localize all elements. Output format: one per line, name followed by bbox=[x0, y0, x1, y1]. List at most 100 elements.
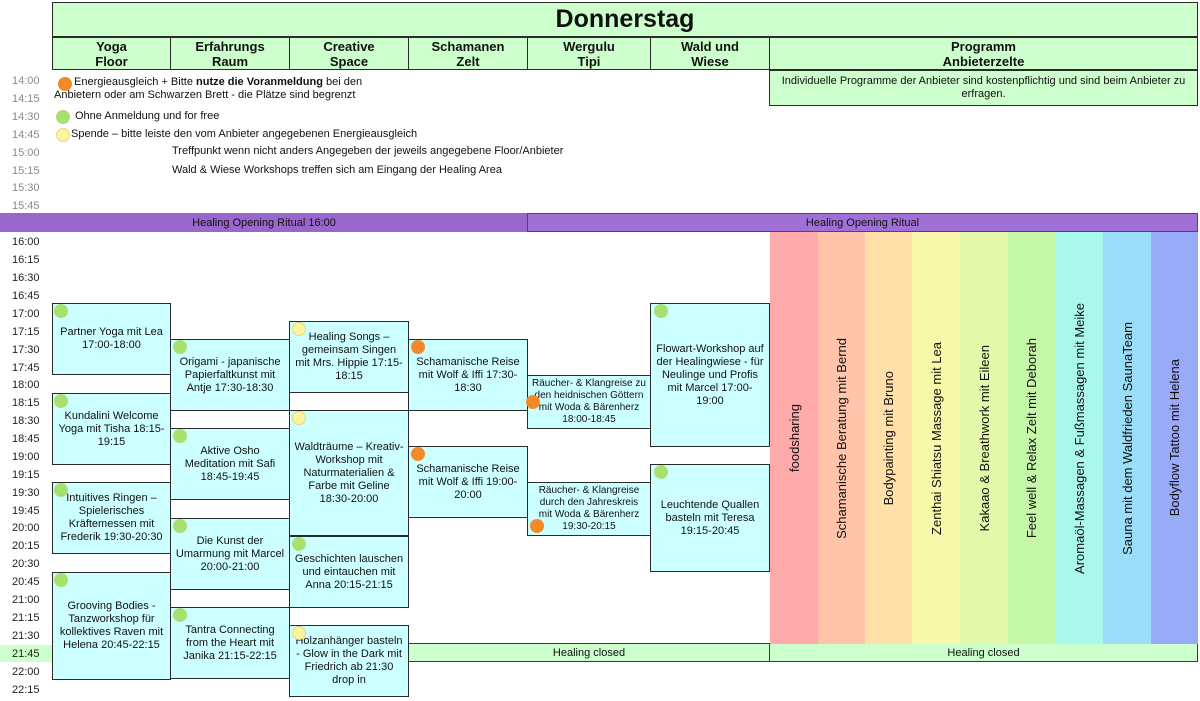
time-label: 17:45 bbox=[12, 362, 40, 374]
column-header-schamanen-zelt: Schamanen Zelt bbox=[408, 37, 528, 70]
vendor-column-schamanische-beratung[interactable]: Schamanische Beratung mit Bernd bbox=[818, 232, 865, 644]
event-tantra-connecting[interactable]: Tantra Connecting from the Heart mit Jan… bbox=[170, 607, 290, 679]
vendor-column-bodyflow-tattoo[interactable]: Bodyflow Tattoo mit Helena bbox=[1151, 232, 1198, 644]
orange-dot-icon bbox=[526, 395, 540, 409]
green-smiley-icon bbox=[173, 429, 187, 443]
column-header-wergulu-tipi: Wergulu Tipi bbox=[527, 37, 651, 70]
green-smiley-icon bbox=[54, 394, 68, 408]
page-title: Donnerstag bbox=[52, 2, 1198, 37]
legend-orange: Energieausgleich + Bitte nutze die Voran… bbox=[54, 76, 363, 101]
event-waldtraeume[interactable]: Waldträume – Kreativ-Workshop mit Naturm… bbox=[289, 410, 409, 536]
vendor-column-foodsharing[interactable]: foodsharing bbox=[770, 232, 818, 644]
time-label: 19:45 bbox=[12, 505, 40, 517]
column-header-erfahrungs-raum: Erfahrungs Raum bbox=[170, 37, 290, 70]
event-raeucher-klangreise-2[interactable]: Räucher- & Klangreise durch den Jahreskr… bbox=[527, 482, 651, 536]
event-kunst-der-umarmung[interactable]: Die Kunst der Umarmung mit Marcel 20:00-… bbox=[170, 518, 290, 590]
vendor-label: Aromaöl-Massagen & Fußmassagen mit Meike bbox=[1071, 302, 1087, 574]
column-header-yoga-floor: Yoga Floor bbox=[52, 37, 171, 70]
time-label: 15:30 bbox=[12, 182, 40, 194]
vendor-column-kakaao-breathwork[interactable]: Kakaao & Breathwork mit Eileen bbox=[960, 232, 1008, 644]
time-label: 21:00 bbox=[12, 594, 40, 606]
event-raeucher-klangreise-1[interactable]: Räucher- & Klangreise zu den heidnischen… bbox=[527, 375, 651, 429]
time-label: 20:30 bbox=[12, 558, 40, 570]
green-smiley-icon bbox=[54, 304, 68, 318]
orange-dot-icon bbox=[411, 340, 425, 354]
time-label: 18:15 bbox=[12, 397, 40, 409]
green-smiley-icon bbox=[173, 608, 187, 622]
vendor-column-aromaoel-massagen[interactable]: Aromaöl-Massagen & Fußmassagen mit Meike bbox=[1055, 232, 1103, 644]
event-healing-songs[interactable]: Healing Songs – gemeinsam Singen mit Mrs… bbox=[289, 321, 409, 393]
event-leuchtende-quallen[interactable]: Leuchtende Quallen basteln mit Teresa 19… bbox=[650, 464, 770, 572]
time-label: 20:00 bbox=[12, 522, 40, 534]
column-header-wald-und-wiese: Wald und Wiese bbox=[650, 37, 770, 70]
green-smiley-icon bbox=[56, 110, 70, 124]
time-label: 17:00 bbox=[12, 308, 40, 320]
legend-treffpunkt: Treffpunkt wenn nicht anders Angegeben d… bbox=[172, 145, 564, 157]
column-header-creative-space: Creative Space bbox=[289, 37, 409, 70]
time-label: 17:30 bbox=[12, 344, 40, 356]
time-label: 21:45 bbox=[12, 648, 40, 660]
vendor-label: Kakaao & Breathwork mit Eileen bbox=[976, 344, 992, 532]
orange-dot-icon bbox=[530, 519, 544, 533]
orange-dot-icon bbox=[411, 447, 425, 461]
event-kundalini-yoga[interactable]: Kundalini Welcome Yoga mit Tisha 18:15-1… bbox=[52, 393, 171, 465]
time-label: 16:15 bbox=[12, 254, 40, 266]
time-label: 21:15 bbox=[12, 612, 40, 624]
time-label: 19:30 bbox=[12, 487, 40, 499]
time-label: 15:45 bbox=[12, 200, 40, 212]
vendor-label: Feel well & Relax Zelt mit Deborah bbox=[1024, 337, 1039, 539]
time-label: 18:30 bbox=[12, 415, 40, 427]
event-partner-yoga[interactable]: Partner Yoga mit Lea 17:00-18:00 bbox=[52, 303, 171, 375]
column-header-programm-anbieterzelte: Programm Anbieterzelte bbox=[769, 37, 1198, 70]
vendor-column-bodypainting[interactable]: Bodypainting mit Bruno bbox=[865, 232, 912, 644]
time-label: 18:00 bbox=[12, 379, 40, 391]
event-origami[interactable]: Origami - japanische Papierfaltkunst mit… bbox=[170, 339, 290, 411]
legend-green: Ohne Anmeldung und for free bbox=[75, 110, 220, 122]
time-label: 20:45 bbox=[12, 576, 40, 588]
time-label: 22:15 bbox=[12, 684, 40, 696]
programm-note: Individuelle Programme der Anbieter sind… bbox=[769, 70, 1198, 106]
vendor-label: Bodypainting mit Bruno bbox=[881, 370, 896, 506]
event-holzanhaenger-basteln[interactable]: Holzanhänger basteln - Glow in the Dark … bbox=[289, 625, 409, 697]
time-label: 16:45 bbox=[12, 290, 40, 302]
time-label: 15:15 bbox=[12, 165, 40, 177]
healing-closed-band: Healing closed bbox=[408, 643, 770, 662]
vendor-column-sauna[interactable]: Sauna mit dem Waldfrieden SaunaTeam bbox=[1103, 232, 1151, 644]
event-osho-meditation[interactable]: Aktive Osho Meditation mit Safi 18:45-19… bbox=[170, 428, 290, 500]
event-schamanische-reise-1[interactable]: Schamanische Reise mit Wolf & Iffi 17:30… bbox=[408, 339, 528, 411]
time-label: 17:15 bbox=[12, 326, 40, 338]
event-grooving-bodies[interactable]: Grooving Bodies - Tanzworkshop für kolle… bbox=[52, 572, 171, 680]
time-highlight bbox=[0, 645, 52, 662]
green-smiley-icon bbox=[654, 304, 668, 318]
vendor-label: Zenthai Shiatsu Massage mit Lea bbox=[928, 341, 944, 535]
time-label: 15:00 bbox=[12, 147, 40, 159]
healing-closed-band-right: Healing closed bbox=[769, 643, 1198, 662]
vendor-label: Bodyflow Tattoo mit Helena bbox=[1167, 359, 1182, 517]
vendor-label: Schamanische Beratung mit Bernd bbox=[834, 337, 849, 539]
time-label: 18:45 bbox=[12, 433, 40, 445]
healing-opening-ritual-band-right: Healing Opening Ritual bbox=[527, 213, 1198, 232]
time-label: 16:30 bbox=[12, 272, 40, 284]
yellow-dot-icon bbox=[292, 411, 306, 425]
time-label: 14:00 bbox=[12, 75, 40, 87]
healing-opening-ritual-band: Healing Opening Ritual 16:00 bbox=[0, 213, 528, 232]
green-smiley-icon bbox=[173, 340, 187, 354]
event-intuitives-ringen[interactable]: Intuitives Ringen – Spielerisches Kräfte… bbox=[52, 482, 171, 554]
green-smiley-icon bbox=[654, 465, 668, 479]
event-geschichten-lauschen[interactable]: Geschichten lauschen und eintauchen mit … bbox=[289, 536, 409, 608]
vendor-label: foodsharing bbox=[786, 404, 802, 472]
time-label: 14:45 bbox=[12, 129, 40, 141]
time-label: 14:15 bbox=[12, 93, 40, 105]
legend-yellow: Spende – bitte leiste den vom Anbieter a… bbox=[71, 128, 418, 140]
orange-dot-icon bbox=[58, 77, 72, 91]
time-label: 19:15 bbox=[12, 469, 40, 481]
event-flowart-workshop[interactable]: Flowart-Workshop auf der Healingwiese - … bbox=[650, 303, 770, 447]
time-label: 21:30 bbox=[12, 630, 40, 642]
green-smiley-icon bbox=[54, 483, 68, 497]
vendor-column-feel-well-relax[interactable]: Feel well & Relax Zelt mit Deborah bbox=[1008, 232, 1055, 644]
vendor-column-zenthai-shiatsu[interactable]: Zenthai Shiatsu Massage mit Lea bbox=[912, 232, 960, 644]
yellow-dot-icon bbox=[292, 626, 306, 640]
vendor-label: Sauna mit dem Waldfrieden SaunaTeam bbox=[1119, 321, 1135, 555]
green-smiley-icon bbox=[54, 573, 68, 587]
event-schamanische-reise-2[interactable]: Schamanische Reise mit Wolf & Iffi 19:00… bbox=[408, 446, 528, 518]
